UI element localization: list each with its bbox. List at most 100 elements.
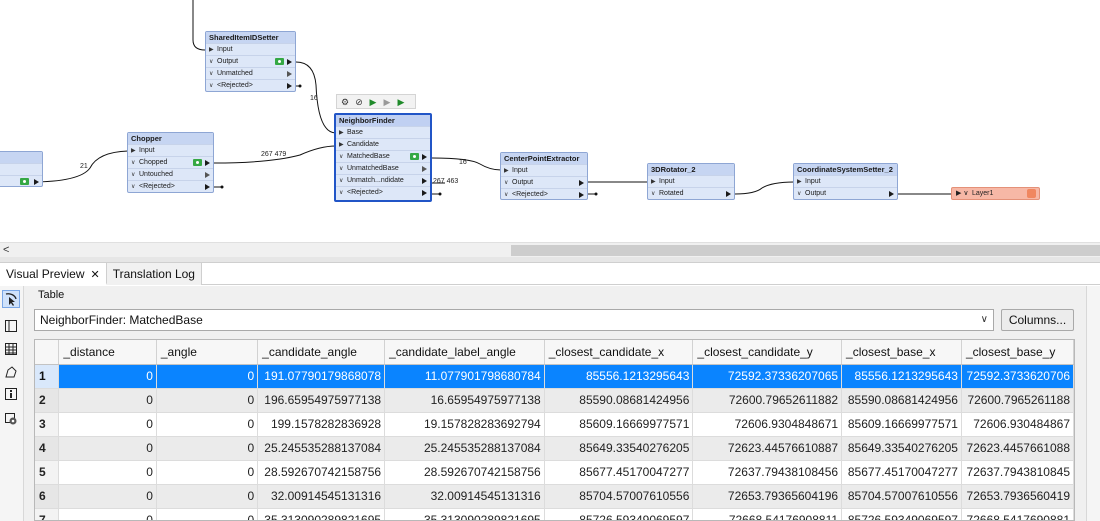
table-cell[interactable]: 0 [58,436,157,461]
table-cell[interactable]: 0 [156,412,259,437]
table-cell[interactable]: 0 [156,484,259,509]
column-header[interactable]: _closest_base_y [961,340,1074,365]
output-port-arrow-icon[interactable] [205,160,210,166]
matched-base-port[interactable]: ∨MatchedBase [336,150,430,162]
table-cell[interactable]: 0 [156,508,259,520]
table-cell[interactable]: 25.245535288137084 [257,436,386,461]
output-port-arrow-icon[interactable] [287,83,292,89]
node-neighbor-finder[interactable]: NeighborFinder ▶Base ▶Candidate ∨Matched… [334,113,432,202]
row-number[interactable]: 3 [35,412,60,437]
table-cell[interactable]: 85726.59349069597 [841,508,962,520]
tab-translation-log[interactable]: Translation Log [106,263,202,285]
input-port[interactable]: ▶Input [206,43,295,55]
table-cell[interactable]: 85649.33540276205 [841,436,962,461]
table-cell[interactable]: 72623.4457661088 [961,436,1074,461]
column-header[interactable]: _candidate_angle [257,340,386,365]
table-cell[interactable]: 85677.45170047277 [841,460,962,485]
node-shared-item-id-setter[interactable]: SharedItemIDSetter ▶Input ∨Output ∨Unmat… [205,31,296,92]
table-cell[interactable]: 85556.1213295643 [841,364,962,389]
table-cell[interactable]: 32.00914545131316 [257,484,386,509]
run-to-icon[interactable]: ▶ [397,96,405,107]
table-cell[interactable]: 72637.7943810845 [961,460,1074,485]
column-header[interactable]: _candidate_label_angle [384,340,545,365]
run-icon[interactable]: ▶ [369,96,377,107]
table-cell[interactable]: 0 [156,388,259,413]
table-cell[interactable]: 19.157828283692794 [384,412,545,437]
output-port-arrow-icon[interactable] [422,190,427,196]
unmatched-candidate-port[interactable]: ∨Unmatch...ndidate [336,174,430,186]
panel-splitter[interactable] [0,257,1100,263]
rejected-port[interactable]: ∨<Rejected> [336,186,430,198]
table-cell[interactable]: 0 [58,412,157,437]
inspect-port-icon[interactable] [20,178,29,185]
table-cell[interactable]: 72600.7965261188 [961,388,1074,413]
scrollbar-thumb[interactable] [511,245,1100,256]
row-number[interactable]: 6 [35,484,60,509]
run-partial-icon[interactable]: ▶ [383,96,391,107]
table-cell[interactable]: 72653.79365604196 [692,484,843,509]
node-center-point-extractor[interactable]: CenterPointExtractor ▶Input ∨Output ∨<Re… [500,152,588,200]
output-port-arrow-icon[interactable] [422,166,427,172]
table-cell[interactable]: 35.313090289821695 [257,508,386,520]
tab-visual-preview[interactable]: Visual Preview✕ [0,263,107,285]
settings-icon[interactable] [2,410,20,428]
table-cell[interactable]: 35.313090289821695 [384,508,545,520]
output-port-arrow-icon[interactable] [34,179,39,185]
table-cell[interactable]: 85704.57007610556 [841,484,962,509]
feature-table[interactable]: _distance _angle _candidate_angle _candi… [34,339,1075,521]
table-cell[interactable]: 0 [156,436,259,461]
row-number[interactable]: 2 [35,388,60,413]
node-coordinate-system-setter[interactable]: CoordinateSystemSetter_2 ▶Input ∨Output [793,163,898,200]
table-cell[interactable]: 72600.79652611882 [692,388,843,413]
chopped-port[interactable]: ∨Chopped [128,156,213,168]
base-port[interactable]: ▶Base [336,126,430,138]
partial-node-left[interactable] [0,151,43,187]
input-port[interactable]: ▶Input [501,164,587,176]
table-cell[interactable]: 72606.9304848671 [692,412,843,437]
node-chopper[interactable]: Chopper ▶Input ∨Chopped ∨Untouched ∨<Rej… [127,132,214,193]
output-port-arrow-icon[interactable] [205,172,210,178]
table-cell[interactable]: 85677.45170047277 [544,460,694,485]
geometry-icon[interactable] [2,363,20,381]
unmatched-base-port[interactable]: ∨UnmatchedBase [336,162,430,174]
table-cell[interactable]: 85556.1213295643 [544,364,694,389]
column-header[interactable]: _closest_candidate_y [692,340,843,365]
table-cell[interactable]: 16.65954975977138 [384,388,545,413]
table-cell[interactable]: 72623.44576610887 [692,436,843,461]
canvas-horizontal-scrollbar[interactable]: < [0,242,1100,257]
table-cell[interactable]: 85590.08681424956 [544,388,694,413]
table-cell[interactable]: 72592.37336207065 [692,364,843,389]
table-cell[interactable]: 0 [156,460,259,485]
columns-button[interactable]: Columns... [1001,309,1074,331]
unmatched-port[interactable]: ∨Unmatched [206,67,295,79]
column-header[interactable]: _closest_base_x [841,340,962,365]
input-port[interactable]: ▶Input [128,144,213,156]
table-cell[interactable]: 0 [58,508,157,520]
output-port-arrow-icon[interactable] [579,180,584,186]
disable-icon[interactable]: ⊘ [355,96,363,107]
node-3d-rotator[interactable]: 3DRotator_2 ▶Input ∨Rotated [647,163,735,200]
output-port-arrow-icon[interactable] [422,178,427,184]
table-cell[interactable]: 0 [58,364,157,389]
row-number[interactable]: 4 [35,436,60,461]
table-cell[interactable]: 85609.16669977571 [841,412,962,437]
candidate-port[interactable]: ▶Candidate [336,138,430,150]
input-port[interactable]: ▶Input [648,175,734,187]
row-number[interactable]: 7 [35,508,60,520]
table-cell[interactable]: 85726.59349069597 [544,508,694,520]
scroll-left-icon[interactable]: < [3,244,10,256]
table-cell[interactable]: 0 [58,460,157,485]
table-cell[interactable]: 85609.16669977571 [544,412,694,437]
select-icon[interactable] [2,290,20,308]
inspect-port-icon[interactable] [410,153,419,160]
column-header[interactable]: _distance [58,340,157,365]
output-port[interactable]: ∨Output [501,176,587,188]
output-port-arrow-icon[interactable] [287,59,292,65]
rejected-port[interactable]: ∨<Rejected> [501,188,587,200]
gear-icon[interactable]: ⚙ [340,96,350,107]
table-view-icon[interactable] [2,340,20,358]
